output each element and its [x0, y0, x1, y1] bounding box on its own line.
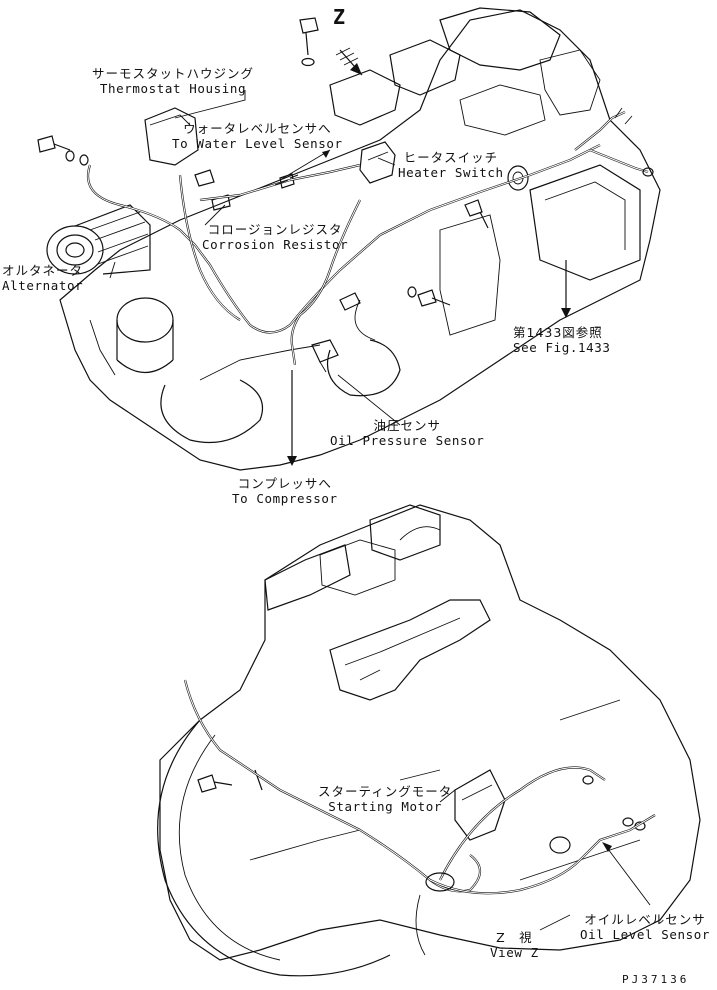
- view-z-marker: Z: [333, 5, 346, 29]
- callout-oil-pressure-sensor: 油圧センサ Oil Pressure Sensor: [330, 418, 484, 448]
- see-fig-jp: 第1433図参照: [513, 325, 603, 340]
- water-level-sensor-jp: ウォータレベルセンサへ: [183, 121, 332, 136]
- corrosion-resistor-en: Corrosion Resistor: [202, 237, 349, 252]
- callout-alternator: オルタネータ Alternator: [2, 263, 83, 293]
- heater-switch-jp: ヒータスイッチ: [403, 150, 499, 165]
- water-level-sensor-en: To Water Level Sensor: [172, 136, 343, 151]
- alternator-en: Alternator: [2, 278, 84, 293]
- thermostat-housing-en: Thermostat Housing: [99, 81, 247, 96]
- callout-view-z: Z 視 View Z: [490, 930, 539, 960]
- leader-lines: [109, 47, 651, 931]
- view-z-jp: Z 視: [496, 930, 533, 945]
- view-z-en: View Z: [490, 945, 539, 960]
- to-compressor-jp: コンプレッサへ: [237, 476, 332, 491]
- lower-wiring-harness: [183, 679, 656, 956]
- see-fig-en: See Fig.1433: [513, 340, 611, 355]
- callout-oil-level-sensor: オイルレベルセンサ Oil Level Sensor: [580, 912, 710, 942]
- callout-thermostat-housing: サーモスタットハウジング Thermostat Housing: [92, 66, 254, 96]
- heater-switch-en: Heater Switch: [398, 165, 504, 180]
- callout-to-compressor: コンプレッサへ To Compressor: [232, 476, 338, 506]
- starting-motor-en: Starting Motor: [328, 799, 443, 814]
- drawing-code: PJ37136: [622, 973, 690, 986]
- callout-water-level-sensor: ウォータレベルセンサへ To Water Level Sensor: [172, 121, 343, 151]
- upper-engine-outline: [37, 7, 661, 471]
- oil-level-sensor-en: Oil Level Sensor: [580, 927, 711, 942]
- oil-level-sensor-jp: オイルレベルセンサ: [584, 912, 706, 927]
- lower-engine-outline: [157, 504, 701, 977]
- callout-starting-motor: スターティングモータ Starting Motor: [318, 784, 452, 814]
- alternator-jp: オルタネータ: [2, 263, 84, 278]
- callout-corrosion-resistor: コロージョンレジスタ Corrosion Resistor: [202, 222, 348, 252]
- callout-see-fig: 第1433図参照 See Fig.1433: [513, 325, 611, 355]
- oil-pressure-sensor-jp: 油圧センサ: [373, 418, 441, 433]
- upper-wiring-harness: [86, 107, 654, 366]
- starting-motor-jp: スターティングモータ: [318, 784, 453, 799]
- callout-heater-switch: ヒータスイッチ Heater Switch: [398, 150, 504, 180]
- thermostat-housing-jp: サーモスタットハウジング: [92, 66, 255, 81]
- to-compressor-en: To Compressor: [232, 491, 338, 506]
- corrosion-resistor-jp: コロージョンレジスタ: [207, 222, 343, 237]
- oil-pressure-sensor-en: Oil Pressure Sensor: [330, 433, 485, 448]
